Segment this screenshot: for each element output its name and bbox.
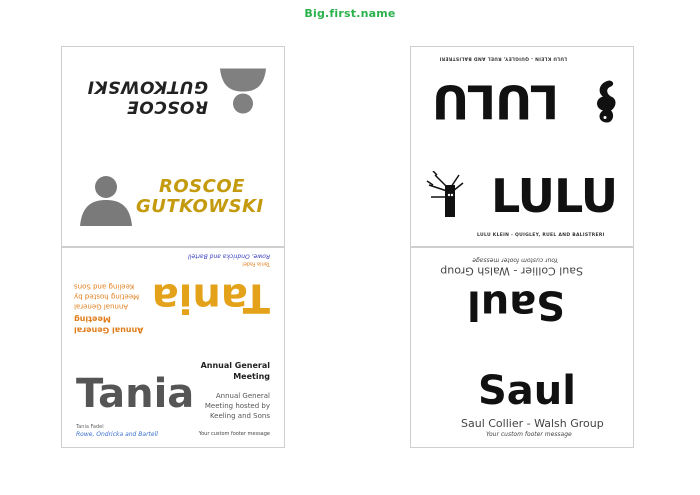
card-bottom: Saul Saul Collier - Walsh Group Your cus… <box>411 348 633 448</box>
name-flipped: LULU <box>432 74 559 129</box>
person-silhouette-icon <box>218 68 268 119</box>
first-name: Roscoe <box>159 175 245 197</box>
name-card-roscoe[interactable]: Roscoe Gutkowski Roscoe Gutkowski <box>61 46 285 247</box>
last-name: Gutkowski <box>136 195 264 217</box>
seahorse-icon <box>591 77 623 127</box>
name-card-saul[interactable]: Saul Saul Collier - Walsh Group Your cus… <box>410 247 634 448</box>
app-brand[interactable]: Big.first.name <box>304 7 396 20</box>
last-name-flipped: Gutkowski <box>87 76 208 97</box>
event-description-flipped: Annual General Meeting hosted by Keeling… <box>74 282 140 311</box>
name-card-tania[interactable]: Tania Annual General Meeting Annual Gene… <box>61 247 285 448</box>
name: Tania <box>76 370 195 417</box>
company-flipped: Rowe, Ondricka and Bartell <box>188 252 270 260</box>
name-flipped: Saul <box>467 281 565 328</box>
event-title-flipped: Annual General Meeting <box>74 314 144 335</box>
name: Saul <box>478 367 576 414</box>
card-bottom: Tania Annual General Meeting Annual Gene… <box>62 348 284 448</box>
company-line-flipped: Saul Collier - Walsh Group <box>440 264 583 278</box>
card-top-flipped: Saul Saul Collier - Walsh Group Your cus… <box>411 248 633 348</box>
company: Rowe, Ondricka and Bartell <box>76 430 158 438</box>
haunted-tree-icon <box>425 169 465 217</box>
subtitle: LULU KLEIN - QUIGLEY, RUEL AND BALISTRER… <box>477 232 605 238</box>
company-line: Saul Collier - Walsh Group <box>461 416 604 430</box>
footer-message-flipped: Your custom footer message <box>472 256 558 264</box>
card-bottom: Roscoe Gutkowski <box>62 147 284 247</box>
subtitle-flipped: LULU KLEIN - QUIGLEY, RUEL AND BALISTRER… <box>439 55 567 61</box>
name: LULU <box>491 168 618 223</box>
event-title: Annual General Meeting <box>200 360 270 381</box>
card-top-flipped: Tania Annual General Meeting Annual Gene… <box>62 248 284 348</box>
card-top-flipped: LULU LULU KLEIN - QUIGLEY, RUEL AND BALI… <box>411 47 633 147</box>
footer-message: Your custom footer message <box>198 430 270 437</box>
name-card-lulu[interactable]: LULU LULU KLEIN - QUIGLEY, RUEL AND BALI… <box>410 46 634 247</box>
footer-message: Your custom footer message <box>486 430 572 438</box>
card-bottom: LULU LULU KLEIN - QUIGLEY, RUEL AND BALI… <box>411 147 633 247</box>
full-name-flipped: Tania Fadel <box>242 260 270 267</box>
first-name-flipped: Roscoe <box>126 96 208 117</box>
name-flipped: Tania <box>151 274 270 321</box>
event-description: Annual General Meeting hosted by Keeling… <box>204 391 270 420</box>
person-silhouette-icon <box>78 170 134 226</box>
card-top-flipped: Roscoe Gutkowski <box>62 47 284 147</box>
full-name: Tania Fadel <box>76 423 104 430</box>
